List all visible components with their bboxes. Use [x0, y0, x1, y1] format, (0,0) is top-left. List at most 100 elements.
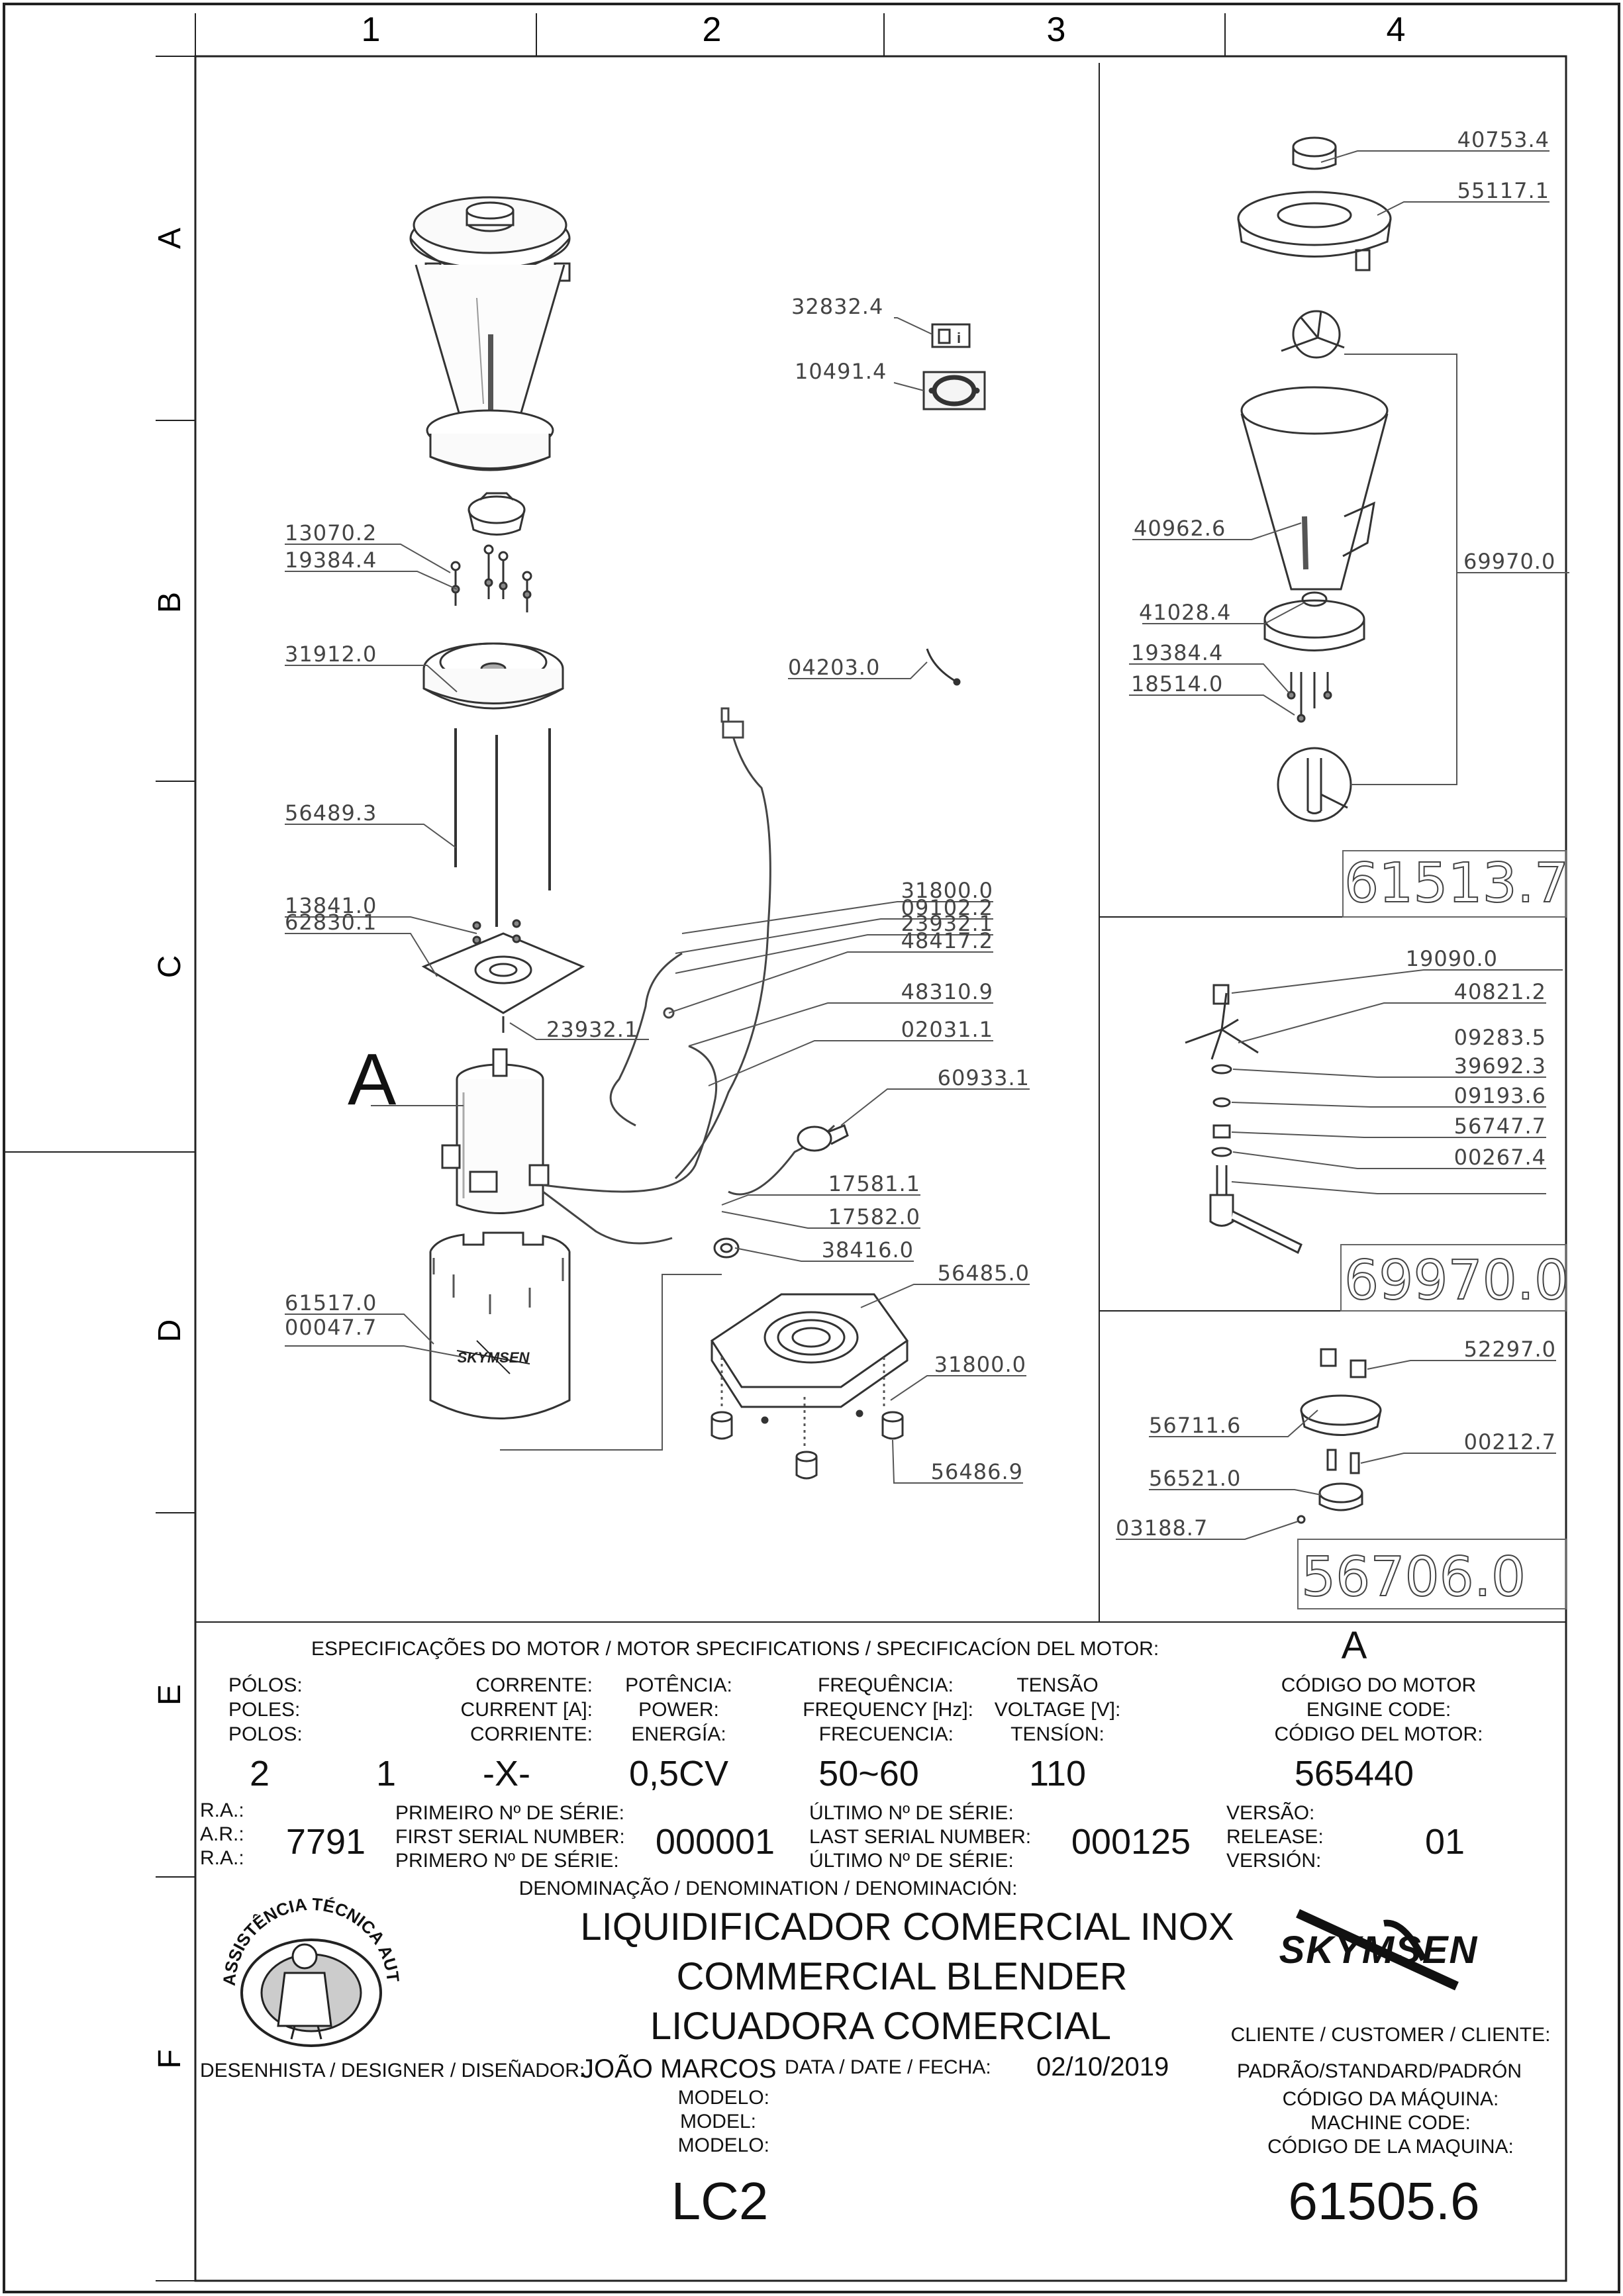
- release-label-es: VERSIÓN:: [1226, 1850, 1321, 1872]
- part-label-69970-0: 69970.0: [1463, 549, 1555, 574]
- authorized-service-seal: ASSISTÊNCIA TÉCNICA AUTORIZADA: [0, 0, 403, 2047]
- blade-assembly-drawing: [1185, 984, 1303, 1255]
- designer-date-block: DESENHISTA / DESIGNER / DISEÑADOR: JOÃO …: [200, 2052, 1169, 2083]
- grid-row-e: E: [152, 1684, 187, 1705]
- last-serial-label-es: ÚLTIMO Nº DE SÉRIE:: [809, 1850, 1014, 1872]
- current-label-en: CURRENT [A]:: [461, 1699, 593, 1721]
- model-label-pt: MODELO:: [678, 2087, 769, 2109]
- jar-cone-drawing: [415, 264, 566, 471]
- manual-icon-32832: i: [931, 323, 971, 348]
- release-value: 01: [1425, 1822, 1465, 1862]
- part-label-19384-4: 19384.4: [285, 548, 377, 573]
- part-label-31800-0: 31800.0: [901, 878, 993, 903]
- model-label-es: MODELO:: [678, 2134, 769, 2156]
- motor-specifications-block: ESPECIFICAÇÕES DO MOTOR / MOTOR SPECIFIC…: [228, 1624, 1483, 1794]
- serial-block: R.A.: A.R.: R.A.: 7791 PRIMEIRO Nº DE SÉ…: [200, 1799, 1465, 1872]
- frequency-label-pt: FREQUÊNCIA:: [818, 1674, 954, 1696]
- part-label-56521-0: 56521.0: [1149, 1466, 1241, 1491]
- part-label-39692-3: 39692.3: [1454, 1053, 1546, 1078]
- part-label-00047-7: 00047.7: [285, 1315, 377, 1340]
- last-serial-label-en: LAST SERIAL NUMBER:: [809, 1826, 1031, 1848]
- first-serial-label-en: FIRST SERIAL NUMBER:: [395, 1826, 625, 1848]
- part-label-52297-0: 52297.0: [1464, 1337, 1556, 1362]
- release-label-pt: VERSÃO:: [1226, 1801, 1314, 1824]
- power-label-es: ENERGÍA:: [631, 1723, 726, 1745]
- machine-code-block: CÓDIGO DA MÁQUINA: MACHINE CODE: CÓDIGO …: [1267, 2088, 1514, 2230]
- part-label-32832-4: 32832.4: [791, 294, 883, 319]
- subassembly-code-jar: 61513.7: [1344, 852, 1569, 915]
- part-label-02031-1: 02031.1: [901, 1017, 993, 1042]
- grid-column-1: 1: [362, 11, 381, 49]
- grid-row-c: C: [152, 955, 187, 979]
- grid-column-labels: 1 2 3 4: [362, 11, 1406, 49]
- part-label-17581-1: 17581.1: [828, 1171, 920, 1196]
- support-assembly-drawing: [1297, 1348, 1382, 1524]
- designer-value: JOÃO MARCOS: [581, 2054, 777, 2083]
- engine-code-label-en: ENGINE CODE:: [1306, 1699, 1451, 1721]
- part-label-09193-6: 09193.6: [1454, 1083, 1546, 1108]
- ra-value: 7791: [286, 1822, 366, 1862]
- main-exploded-view: SKYMSEN: [409, 196, 986, 1480]
- part-label-00212-7: 00212.7: [1464, 1429, 1556, 1455]
- connector-60933-drawing: [797, 1124, 849, 1152]
- grid-row-f: F: [152, 2049, 187, 2068]
- release-label-en: RELEASE:: [1226, 1826, 1324, 1848]
- motor-drawing: [441, 1048, 550, 1214]
- feet-56486-drawing: [711, 1410, 904, 1480]
- part-label-09283-5: 09283.5: [1454, 1025, 1546, 1050]
- jar-lid-drawing: [409, 196, 571, 282]
- leader-lines: [285, 150, 1569, 1540]
- svg-text:SKYMSEN: SKYMSEN: [458, 1349, 530, 1366]
- part-label-18514-0: 18514.0: [1131, 671, 1223, 696]
- voltage-label-es: TENSÍON:: [1010, 1723, 1105, 1745]
- part-label-19090-0: 19090.0: [1406, 946, 1498, 971]
- svg-text:i: i: [957, 330, 961, 346]
- motor-spec-header: ESPECIFICAÇÕES DO MOTOR / MOTOR SPECIFIC…: [311, 1637, 1159, 1660]
- power-label-pt: POTÊNCIA:: [625, 1674, 732, 1696]
- subassembly-code-blade: 69970.0: [1344, 1249, 1569, 1312]
- model-value: LC2: [671, 2172, 769, 2230]
- skirt-brand-mark: SKYMSEN: [456, 1340, 530, 1374]
- svg-text:ASSISTÊNCIA TÉCNICA AUTORIZADA: ASSISTÊNCIA TÉCNICA AUTORIZADA: [0, 0, 403, 1987]
- part-label-40753-4: 40753.4: [1457, 127, 1549, 152]
- designer-label: DESENHISTA / DESIGNER / DISEÑADOR:: [200, 2059, 585, 2081]
- engine-code-value: 565440: [1295, 1754, 1414, 1794]
- date-label: DATA / DATE / FECHA:: [785, 2056, 991, 2078]
- denomination-pt: LIQUIDIFICADOR COMERCIAL INOX: [580, 1905, 1234, 1948]
- part-label-55117-1: 55117.1: [1457, 178, 1549, 203]
- poles-label-pt: PÓLOS:: [228, 1674, 303, 1696]
- ra-label-3: R.A.:: [200, 1847, 244, 1869]
- customer-value: PADRÃO/STANDARD/PADRÓN: [1237, 2060, 1522, 2082]
- part-label-56489-3: 56489.3: [285, 800, 377, 826]
- part-label-40962-6: 40962.6: [1134, 516, 1226, 541]
- brand-name: SKYMSEN: [1279, 1929, 1479, 1972]
- coupling-drawing: [467, 492, 526, 536]
- part-label-23932-1: 23932.1: [901, 911, 993, 936]
- last-serial-value: 000125: [1071, 1822, 1191, 1862]
- denomination-label: DENOMINAÇÃO / DENOMINATION / DENOMINACIÓ…: [519, 1877, 1018, 1899]
- part-label-56485-0: 56485.0: [938, 1261, 1030, 1286]
- part-label-61517-0: 61517.0: [285, 1290, 377, 1315]
- part-label-60933-1: 60933.1: [938, 1065, 1030, 1090]
- part-label-10491-4: 10491.4: [795, 359, 887, 384]
- brand-logo: SKYMSEN: [1279, 1909, 1479, 1991]
- engine-code-label-es: CÓDIGO DEL MOTOR:: [1274, 1723, 1483, 1745]
- voltage-value: 110: [1029, 1754, 1086, 1794]
- label-10491-drawing: [922, 371, 986, 410]
- wiring-harness: [542, 707, 836, 1245]
- screws-top: [450, 544, 532, 612]
- part-label-03188-7: 03188.7: [1116, 1515, 1208, 1541]
- grid-row-d: D: [152, 1319, 187, 1343]
- power-label-en: POWER:: [638, 1699, 719, 1721]
- part-label-40821-2: 40821.2: [1454, 979, 1546, 1004]
- engine-code-label-pt: CÓDIGO DO MOTOR: [1281, 1674, 1476, 1696]
- grid-column-4: 4: [1387, 11, 1406, 49]
- part-label-56486-9: 56486.9: [931, 1459, 1023, 1484]
- part-label-04203-0: 04203.0: [788, 655, 880, 680]
- part-label-13070-2: 13070.2: [285, 520, 377, 546]
- upper-housing-drawing: [422, 642, 564, 710]
- frequency-label-es: FRECUENCIA:: [819, 1723, 954, 1745]
- poles-value: 2: [250, 1754, 270, 1794]
- grid-column-2: 2: [703, 11, 722, 49]
